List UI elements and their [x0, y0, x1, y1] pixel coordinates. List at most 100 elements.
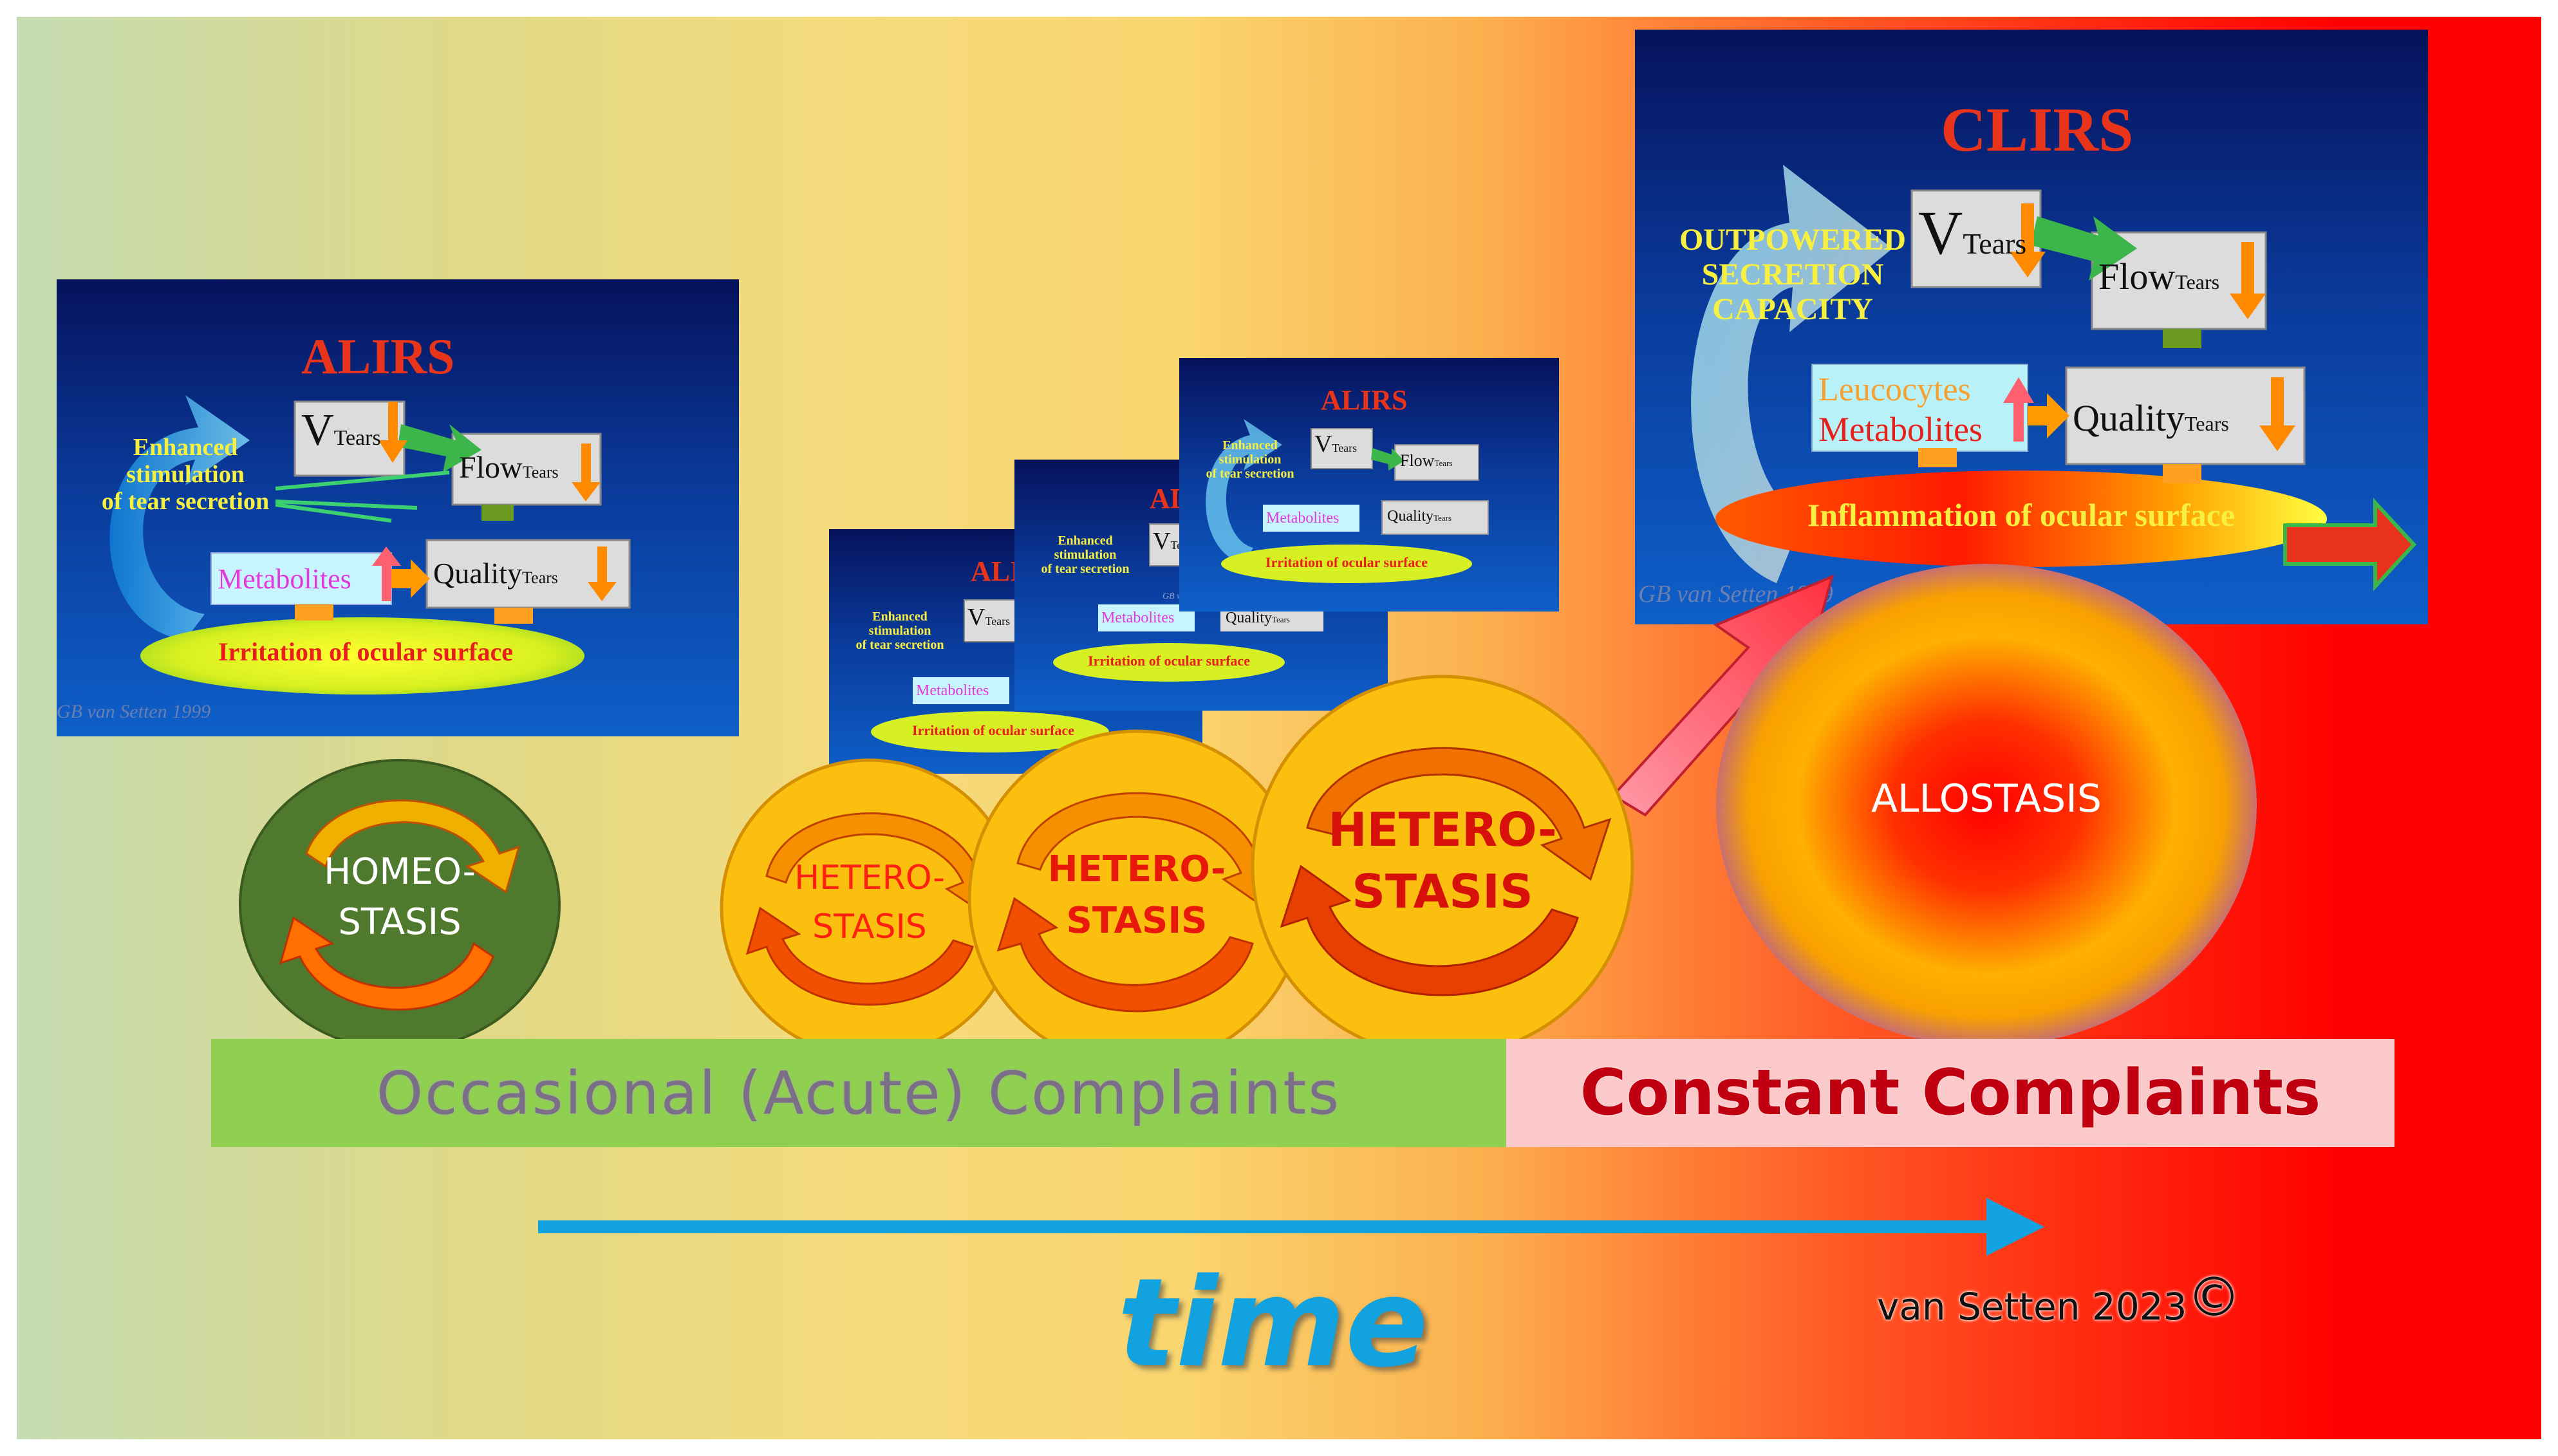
- connector: [1918, 448, 1957, 467]
- quality-text: Quality: [1226, 610, 1272, 626]
- clirs-slide-graphic: [1691, 165, 2417, 592]
- up-arrow: [2003, 377, 2034, 442]
- tears-subscript: Tears: [333, 426, 381, 450]
- alirs-mini-stimulation: Enhanced stimulation of tear secretion: [1206, 438, 1294, 481]
- down-arrow: [572, 443, 601, 501]
- quality-tears-label: QualityTears: [2073, 397, 2229, 440]
- connector: [481, 505, 514, 521]
- heterostasis-label-2: HETERO- STASIS: [1047, 848, 1226, 942]
- down-arrow: [2230, 242, 2266, 319]
- alirs-mini-irritation: Irritation of ocular surface: [912, 722, 1074, 738]
- alirs-mini-irritation: Irritation of ocular surface: [1265, 554, 1428, 570]
- v-symbol: V: [301, 406, 334, 455]
- alirs-mini-stimulation: Enhanced stimulation of tear secretion: [855, 610, 944, 652]
- tears-subscript: Tears: [2184, 412, 2229, 435]
- alirs-mini-metabolites: Metabolites: [1266, 510, 1340, 527]
- clirs-title: CLIRS: [1941, 95, 2134, 165]
- quality-tears-label: QualityTears: [433, 556, 558, 590]
- slide-credit: GB van Setten 1999: [57, 701, 211, 722]
- flow-text: Flow: [459, 451, 523, 485]
- v-symbol: V: [967, 604, 985, 631]
- alirs-slide-stack-front: ALIRS Enhanced stimulation of tear secre…: [1179, 358, 1559, 611]
- alirs-mini-quality: QualityTears: [1387, 508, 1452, 525]
- v-tears-label: VTears: [301, 405, 381, 456]
- homeostasis-label: HOMEO- STASIS: [324, 851, 476, 943]
- quality-text: Quality: [2073, 397, 2185, 439]
- diagram-canvas: ALIRS Enhanced stimulation of tear secre…: [17, 17, 2541, 1439]
- connector: [494, 608, 533, 624]
- connector: [295, 604, 333, 621]
- irritation-label: Irritation of ocular surface: [218, 637, 514, 666]
- flow-tears-label: FlowTears: [459, 450, 559, 485]
- tears-subscript: Tears: [522, 463, 559, 481]
- flow-tears-box: [451, 433, 602, 506]
- stimulation-label: Enhanced stimulation of tear secretion: [101, 434, 270, 515]
- time-label: time: [1117, 1252, 1428, 1394]
- heterostasis-circle-3: [1251, 675, 1634, 1058]
- connector: [2163, 464, 2201, 483]
- stimulation-lines: [275, 471, 450, 523]
- inflammation-oval: [1715, 471, 2327, 567]
- right-arrow: [391, 559, 430, 598]
- irritation-oval: [140, 617, 584, 695]
- quality-text: Quality: [433, 557, 522, 590]
- allostasis-circle: [1716, 564, 2257, 1047]
- down-arrow: [378, 402, 407, 463]
- outpowered-label: OUTPOWERED SECRETION CAPACITY: [1679, 223, 1907, 326]
- time-arrow: [538, 1198, 2044, 1256]
- flow-tears-label: FlowTears: [2098, 255, 2219, 298]
- footer-credit-text: van Setten 2023: [1877, 1285, 2187, 1329]
- alirs-mini-quality: QualityTears: [1226, 610, 1290, 627]
- alirs-mini-irritation: Irritation of ocular surface: [1088, 653, 1250, 669]
- heterostasis-circle-2: [967, 729, 1306, 1068]
- occasional-complaints-label: Occasional (Acute) Complaints: [376, 1058, 1341, 1128]
- quality-tears-box: [2065, 366, 2306, 465]
- constant-complaints-label: Constant Complaints: [1580, 1056, 2321, 1130]
- v-to-flow-arrow: [2031, 216, 2137, 281]
- tears-subscript: Tears: [521, 568, 558, 587]
- v-symbol: V: [1314, 431, 1332, 458]
- up-arrow: [372, 546, 401, 601]
- alirs-slide-graphic: [109, 395, 631, 695]
- alirs-mini-metabolites: Metabolites: [1101, 610, 1175, 626]
- leucocytes-label: Leucocytes: [1818, 371, 1971, 408]
- clirs-slide: CLIRS OUTPOWERED SECRETION CAPACITY VTea…: [1635, 30, 2428, 624]
- alirs-mini-flow: FlowTears: [1400, 451, 1452, 471]
- tears-subscript: Tears: [2175, 270, 2220, 294]
- v-symbol: V: [1918, 198, 1963, 267]
- constant-complaints-bar: Constant Complaints: [1506, 1039, 2395, 1147]
- flow-text: Flow: [2098, 256, 2176, 297]
- flow-text: Flow: [1400, 451, 1435, 470]
- tears-subscript: Tears: [1433, 513, 1452, 523]
- alirs-mini-title: ALIRS: [1321, 384, 1408, 416]
- tears-subscript: Tears: [985, 615, 1011, 628]
- alirs-mini-stimulation: Enhanced stimulation of tear secretion: [1041, 534, 1130, 576]
- homeostasis-circle: [239, 759, 561, 1051]
- down-arrow: [2010, 203, 2046, 277]
- alirs-mini-metabolites: Metabolites: [916, 682, 989, 699]
- v-symbol: V: [1153, 528, 1171, 555]
- metabolites-label: Metabolites: [218, 563, 351, 595]
- alirs-slide: ALIRS Enhanced stimulation of tear secre…: [57, 279, 739, 736]
- feedback-loop-arrow: [1691, 165, 1892, 583]
- tears-subscript: Tears: [1434, 458, 1453, 468]
- tears-subscript: Tears: [1963, 227, 2027, 260]
- leucocytes-box: [1811, 364, 2028, 452]
- alirs-mini-graphic: [871, 599, 1109, 752]
- allostasis-label: ALLOSTASIS: [1871, 776, 2102, 821]
- outflow-arrow: [2283, 498, 2417, 592]
- down-arrow: [2259, 377, 2295, 451]
- alirs-mini-v: VTears: [967, 603, 1010, 631]
- copyright-icon: ©: [2187, 1265, 2241, 1329]
- inflammation-label: Inflammation of ocular surface: [1807, 497, 2236, 533]
- metabolites-label: Metabolites: [1818, 410, 1983, 449]
- occasional-complaints-bar: Occasional (Acute) Complaints: [211, 1039, 1506, 1147]
- feedback-loop-arrow: [109, 395, 250, 640]
- tears-subscript: Tears: [1332, 442, 1358, 454]
- alirs-title: ALIRS: [301, 328, 455, 384]
- heterostasis-label-3: HETERO- STASIS: [1328, 803, 1557, 919]
- cycle-arrow-top: [305, 799, 521, 894]
- quality-text: Quality: [1387, 508, 1433, 525]
- right-arrow: [2028, 393, 2069, 438]
- connector: [2163, 329, 2201, 348]
